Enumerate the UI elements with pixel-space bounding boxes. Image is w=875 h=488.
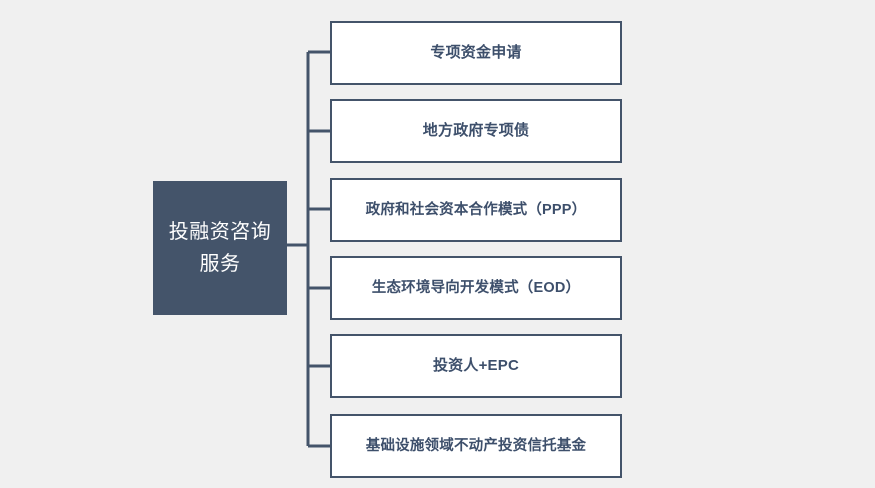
root-node[interactable]: 投融资咨询 服务 <box>153 181 287 315</box>
child-node-label: 地方政府专项债 <box>422 122 530 139</box>
child-node-6[interactable]: 基础设施领域不动产投资信托基金 <box>330 414 622 478</box>
child-node-label: 生态环境导向开发模式（EOD） <box>371 280 581 296</box>
child-node-label: 政府和社会资本合作模式（PPP） <box>365 202 587 218</box>
child-node-5[interactable]: 投资人+EPC <box>330 334 622 398</box>
child-node-4[interactable]: 生态环境导向开发模式（EOD） <box>330 256 622 320</box>
child-node-1[interactable]: 专项资金申请 <box>330 21 622 85</box>
child-node-2[interactable]: 地方政府专项债 <box>330 99 622 163</box>
child-node-3[interactable]: 政府和社会资本合作模式（PPP） <box>330 178 622 242</box>
child-node-label: 基础设施领域不动产投资信托基金 <box>365 438 587 454</box>
child-node-label: 投资人+EPC <box>432 357 519 374</box>
child-node-label: 专项资金申请 <box>430 44 522 61</box>
root-node-label: 投融资咨询 服务 <box>168 221 272 275</box>
